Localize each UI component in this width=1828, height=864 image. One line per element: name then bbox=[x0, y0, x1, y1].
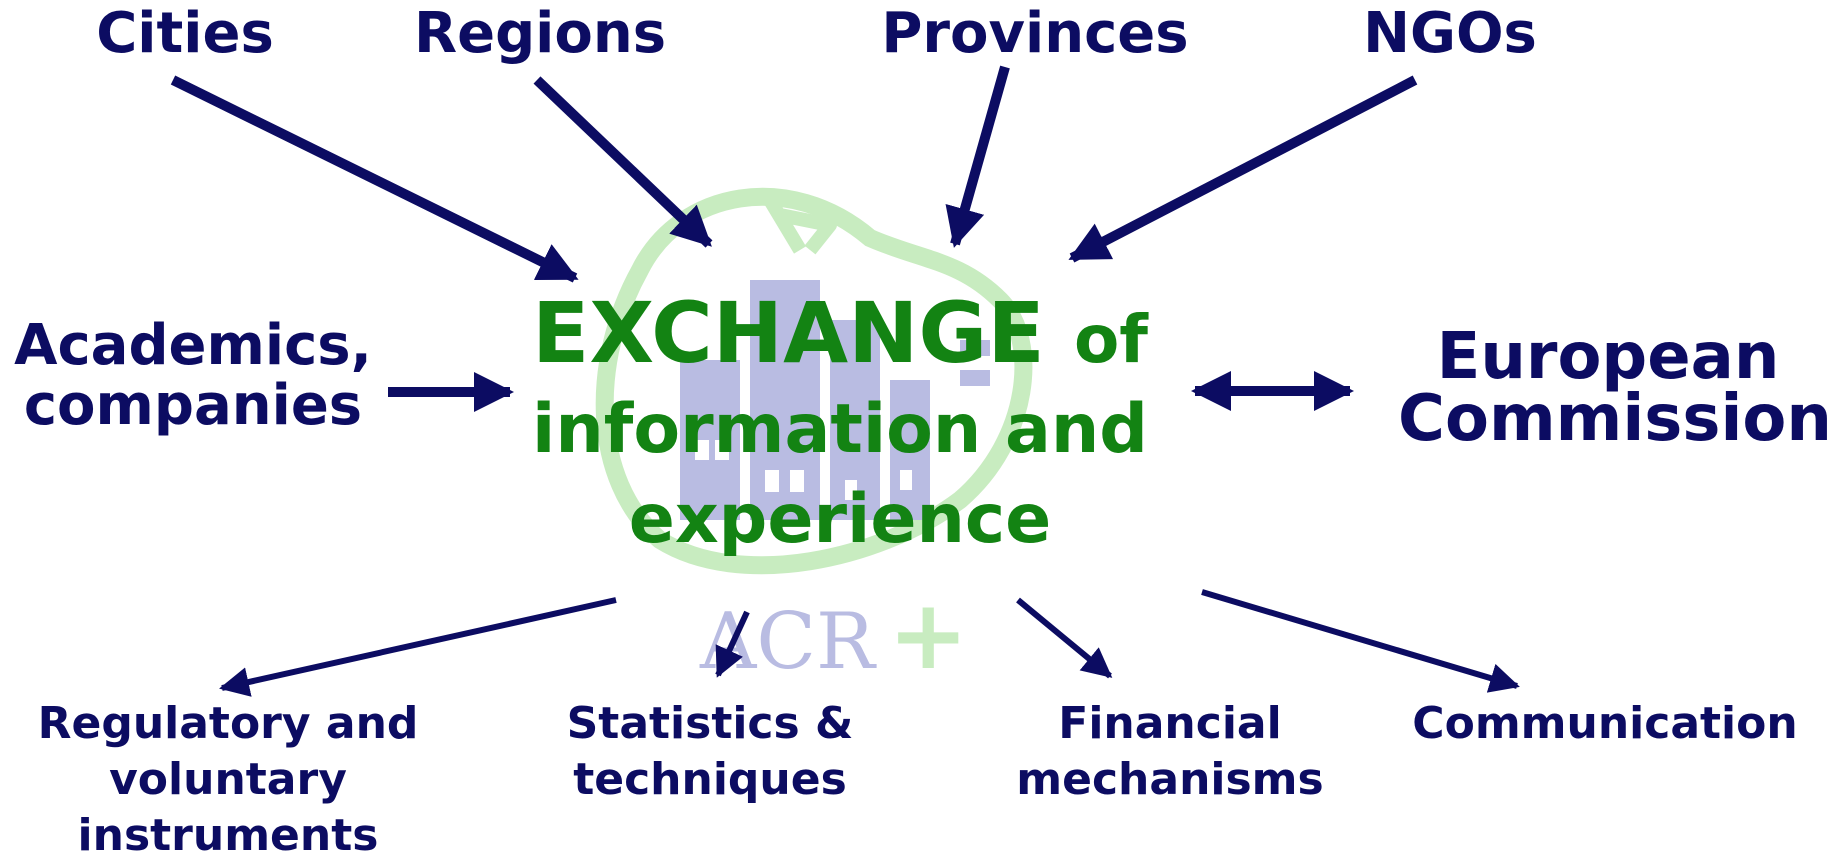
logo-leaf-shape bbox=[595, 187, 1033, 575]
label-financial-line1: Financial bbox=[1058, 698, 1282, 749]
logo-building-icon bbox=[680, 280, 990, 520]
arrow-communication bbox=[1201, 589, 1520, 693]
label-regulatory-line1: Regulatory and bbox=[37, 698, 419, 749]
label-financial-line2: mechanisms bbox=[1016, 754, 1324, 805]
center-line2: information and bbox=[532, 390, 1148, 469]
logo-acr-text: ACR bbox=[699, 597, 877, 687]
arrow-cities bbox=[170, 75, 579, 283]
center-of-word: of bbox=[1073, 301, 1149, 378]
label-cities: Cities bbox=[96, 1, 274, 66]
label-statistics-techniques: Statistics & techniques bbox=[545, 696, 875, 808]
label-statistics-line1: Statistics & bbox=[566, 698, 854, 749]
label-european-commission: European Commission bbox=[1398, 320, 1828, 456]
label-statistics-line2: techniques bbox=[573, 754, 847, 805]
label-regulatory-line3: instruments bbox=[77, 810, 379, 861]
label-regulatory-line2: voluntary bbox=[109, 754, 347, 805]
label-european-line1: European bbox=[1436, 320, 1780, 394]
label-academics-line2: companies bbox=[23, 373, 363, 438]
label-academics-line1: Academics, bbox=[14, 313, 372, 378]
arrows bbox=[170, 65, 1520, 697]
arrow-financial bbox=[1016, 597, 1113, 679]
center-line1: EXCHANGE of bbox=[530, 288, 1150, 385]
arrow-regions bbox=[533, 76, 713, 248]
label-regions: Regions bbox=[413, 1, 667, 66]
arrow-ngos bbox=[1068, 75, 1418, 263]
label-provinces: Provinces bbox=[881, 1, 1189, 66]
arrow-statistics bbox=[715, 610, 750, 678]
label-regulatory-instruments: Regulatory and voluntary instruments bbox=[18, 696, 438, 864]
label-commission-line2: Commission bbox=[1398, 382, 1828, 456]
logo-emblem: ACR + bbox=[595, 187, 1033, 691]
arrow-regulatory bbox=[219, 597, 617, 697]
center-line3: experience bbox=[628, 480, 1052, 559]
logo-leaf-stem bbox=[763, 196, 837, 255]
logo-plus-text: + bbox=[888, 579, 968, 691]
logo-building-windows bbox=[695, 440, 912, 500]
label-academics-companies: Academics, companies bbox=[8, 316, 378, 436]
arrow-provinces bbox=[945, 65, 1010, 248]
center-exchange-text: EXCHANGE of information and experience bbox=[530, 288, 1150, 565]
center-exchange-word: EXCHANGE bbox=[531, 284, 1045, 382]
label-communication: Communication bbox=[1412, 698, 1798, 749]
label-financial-mechanisms: Financial mechanisms bbox=[1000, 696, 1340, 808]
label-ngos: NGOs bbox=[1363, 1, 1537, 66]
